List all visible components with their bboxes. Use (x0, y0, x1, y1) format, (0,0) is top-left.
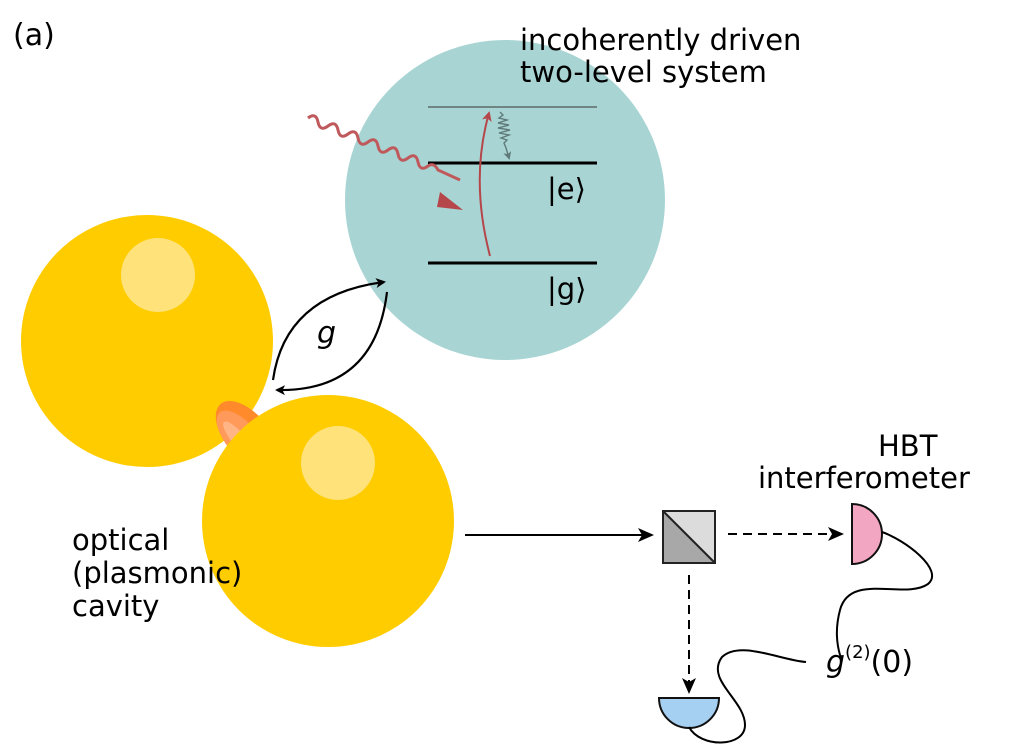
tls-title-line2: two-level system (520, 55, 767, 89)
correlation-argument: (0) (870, 645, 914, 680)
cavity-sphere-bottom-highlight (301, 426, 375, 500)
detector-2 (657, 697, 721, 729)
cavity-sphere-bottom (202, 395, 454, 647)
cavity-label-line2: (plasmonic) (72, 556, 243, 590)
panel-label: (a) (13, 18, 55, 53)
detector-1 (851, 502, 883, 566)
tls-title-line1: incoherently driven (520, 23, 802, 57)
hbt-title-line2: interferometer (758, 461, 970, 495)
hbt-title-line1: HBT (878, 429, 938, 463)
beam-splitter (662, 510, 716, 564)
correlation-function-label: g(2)(0) (826, 642, 913, 680)
cavity-label-line1: optical (72, 523, 170, 557)
coupling-arrow-down (275, 291, 389, 396)
pump-transition-arrow (478, 111, 492, 257)
incoming-photon-wave (307, 114, 461, 182)
excited-state-label: |e⟩ (547, 172, 586, 206)
coupling-arrow-up (271, 278, 386, 381)
fiber-detector-2 (688, 649, 807, 744)
correlation-symbol: g (826, 645, 846, 680)
coupling-symbol: g (317, 316, 337, 351)
correlation-superscript: (2) (845, 642, 871, 663)
ground-state-label: |g⟩ (547, 272, 587, 306)
cavity-label-line3: cavity (72, 589, 160, 623)
two-level-system-circle (345, 40, 665, 360)
cavity-sphere-top (21, 215, 273, 467)
decay-photon-wave (497, 111, 512, 160)
fiber-detector-1 (835, 531, 933, 661)
cavity-sphere-top-highlight (121, 238, 195, 312)
incoming-photon-arrowhead (437, 192, 463, 210)
